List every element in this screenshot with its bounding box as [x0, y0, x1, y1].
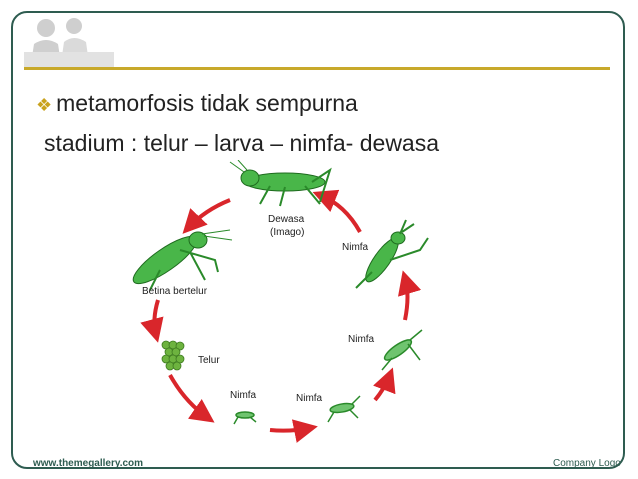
laying-grasshopper-icon	[132, 229, 233, 291]
footer-company-logo: Company Logo	[553, 458, 621, 469]
label-nymph-bottom-left: Nimfa	[230, 390, 257, 401]
arrow-laying-to-egg	[140, 299, 164, 343]
adult-grasshopper-icon	[229, 160, 332, 207]
footer-website: www.themegallery.com	[33, 458, 144, 469]
grasshopper-lifecycle-diagram: Dewasa (Imago) Betina bertelur Telur Nim…	[132, 160, 429, 443]
diamond-bullet-icon: ❖	[36, 95, 53, 115]
slide-frame	[11, 11, 625, 469]
label-egg: Telur	[198, 355, 220, 366]
nymph-upper-right-icon	[355, 219, 429, 289]
label-nymph-right: Nimfa	[348, 334, 375, 345]
arrow-egg-to-nymph	[168, 374, 215, 423]
label-laying: Betina bertelur	[142, 286, 208, 297]
arrow-nymph-to-nymph-right	[373, 367, 396, 402]
egg-cluster-icon	[161, 340, 185, 371]
nymph-bottom-left-icon	[233, 411, 257, 425]
label-adult: Dewasa	[268, 214, 305, 225]
label-imago: (Imago)	[270, 227, 304, 238]
slide-title: ❖metamorfosis tidak sempurna	[36, 90, 358, 116]
people-silhouette-icon	[24, 18, 114, 70]
lifecycle-arrows	[140, 189, 422, 443]
arrow-nymph-to-nymph-bottom	[269, 419, 318, 443]
title-divider	[24, 67, 610, 70]
slide-subtitle: stadium : telur – larva – nimfa- dewasa	[44, 130, 440, 156]
nymph-bottom-icon	[327, 395, 361, 423]
arrow-nymph-to-nymph-upper	[397, 270, 422, 321]
label-nymph-upper-right: Nimfa	[342, 242, 369, 253]
arrow-adult-to-laying	[182, 198, 231, 234]
label-nymph-bottom: Nimfa	[296, 393, 323, 404]
nymph-right-icon	[381, 329, 423, 371]
arrow-nymph-to-adult	[312, 189, 362, 233]
